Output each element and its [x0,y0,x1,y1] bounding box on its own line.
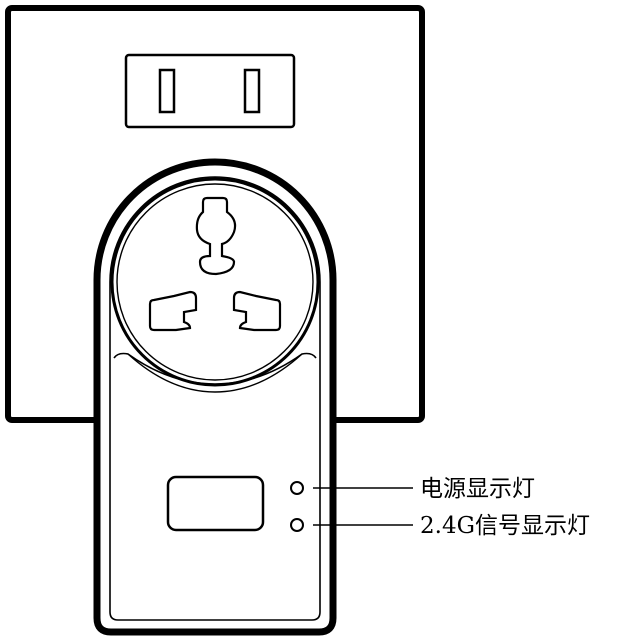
lower-panel-edge [113,352,317,385]
socket-face-outer [110,177,320,387]
socket-right-slot [232,290,282,332]
socket-ground-slot [195,196,237,276]
socket-face-inner [116,183,314,381]
smart-plug-device [93,158,337,636]
device-button[interactable] [166,475,265,532]
socket-left-slot [148,290,198,332]
device-inner-shell [109,176,321,621]
power-indicator-led [290,481,304,495]
signal-indicator-led [290,518,304,532]
lower-panel-edge-2 [127,353,303,393]
power-indicator-label: 电源显示灯 [420,476,535,502]
signal-indicator-label: 2.4G信号显示灯 [420,513,590,539]
wall-receptacle [124,53,296,129]
wall-pin-slot-left [158,68,176,114]
wall-pin-slot-right [243,68,261,114]
